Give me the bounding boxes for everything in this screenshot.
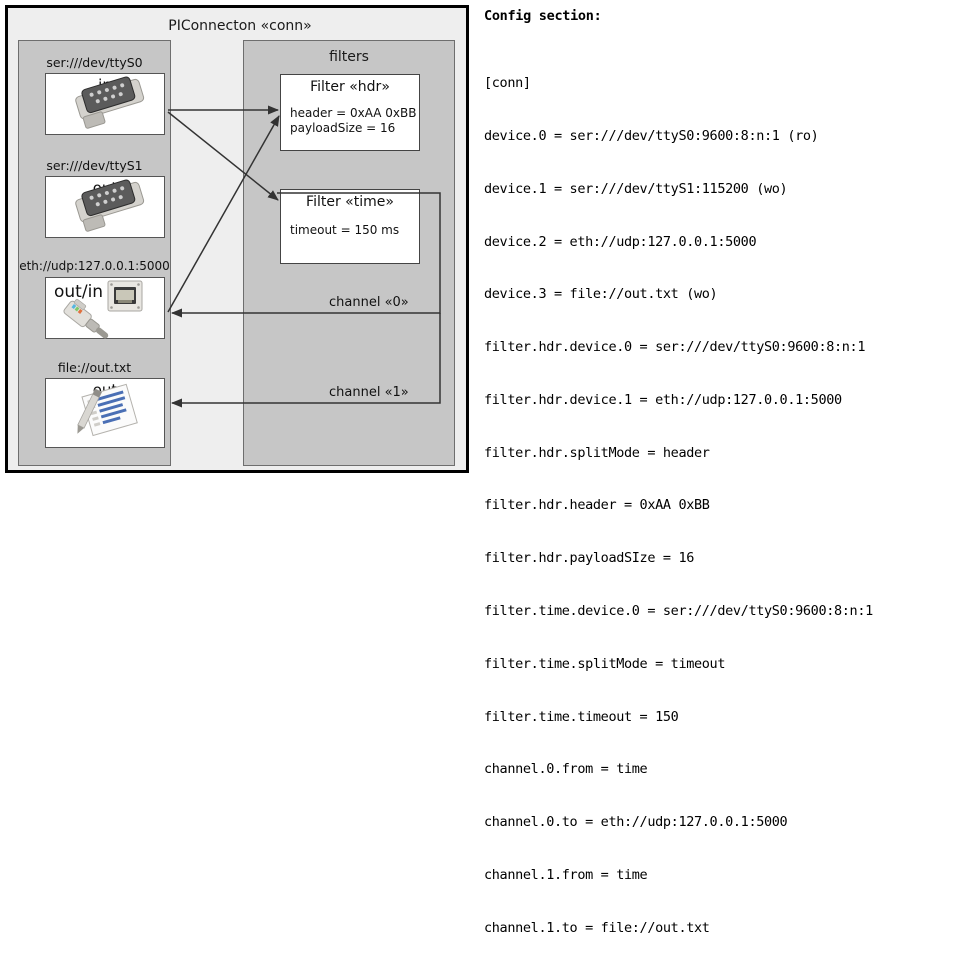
- config-line: device.3 = file://out.txt (wo): [484, 286, 718, 303]
- channel-label-0: channel «0»: [329, 295, 409, 310]
- config-line: filter.time.splitMode = timeout: [484, 655, 726, 672]
- connection-diagram: PIConnecton «conn» ser:///dev/ttyS0 in: [0, 0, 478, 484]
- filter-box-time[interactable]: Filter «time» timeout = 150 ms: [280, 189, 420, 264]
- filter-attr-timeout: timeout = 150 ms: [290, 223, 400, 237]
- filter-attr-header: header = 0xAA 0xBB: [290, 106, 417, 120]
- filter-box-hdr[interactable]: Filter «hdr» header = 0xAA 0xBB payloadS…: [280, 74, 420, 151]
- device-mode-eth: out/in: [54, 282, 104, 302]
- serial-db9-icon: [46, 74, 164, 134]
- device-box-file[interactable]: out: [45, 378, 165, 448]
- config-line: channel.1.from = time: [484, 866, 648, 883]
- config-line: filter.hdr.device.1 = eth://udp:127.0.0.…: [484, 391, 842, 408]
- config-heading: Config section:: [484, 8, 602, 24]
- devices-panel: ser:///dev/ttyS0 in: [18, 40, 171, 466]
- device-box-ttyS0[interactable]: in: [45, 73, 165, 135]
- text-file-pencil-icon: [46, 379, 164, 447]
- config-line: device.1 = ser:///dev/ttyS1:115200 (wo): [484, 180, 788, 197]
- device-box-ttyS1[interactable]: out: [45, 176, 165, 238]
- config-line: filter.hdr.header = 0xAA 0xBB: [484, 497, 710, 514]
- config-lines: [conn] device.0 = ser:///dev/ttyS0:9600:…: [484, 40, 873, 968]
- device-label-file: file://out.txt: [57, 360, 132, 375]
- config-line: filter.hdr.payloadSIze = 16: [484, 550, 694, 567]
- config-line: channel.0.from = time: [484, 761, 648, 778]
- device-label-eth: eth://udp:127.0.0.1:5000: [19, 259, 170, 273]
- device-label-ttyS0: ser:///dev/ttyS0: [46, 55, 143, 70]
- filter-title-hdr: Filter «hdr»: [310, 79, 390, 95]
- channel-label-1: channel «1»: [329, 385, 409, 400]
- config-line: filter.time.device.0 = ser:///dev/ttyS0:…: [484, 603, 873, 619]
- config-line: [conn]: [484, 75, 531, 92]
- filters-panel-title: filters: [329, 49, 369, 65]
- frame-title: PIConnecton «conn»: [168, 18, 312, 34]
- filter-title-time: Filter «time»: [306, 194, 394, 210]
- filter-attr-payloadsize: payloadSize = 16: [290, 121, 396, 135]
- config-section: Config section: [conn] device.0 = ser://…: [478, 0, 964, 936]
- config-line: filter.hdr.splitMode = header: [484, 444, 710, 461]
- config-line: channel.1.to = file://out.txt: [484, 919, 710, 936]
- config-line: filter.time.timeout = 150: [484, 708, 679, 725]
- serial-db9-icon: [46, 177, 164, 237]
- device-label-ttyS1: ser:///dev/ttyS1: [46, 158, 143, 173]
- config-line: filter.hdr.device.0 = ser:///dev/ttyS0:9…: [484, 339, 866, 356]
- config-line: device.0 = ser:///dev/ttyS0:9600:8:n:1 (…: [484, 127, 819, 144]
- config-line: channel.0.to = eth://udp:127.0.0.1:5000: [484, 814, 788, 831]
- config-line: device.2 = eth://udp:127.0.0.1:5000: [484, 233, 757, 250]
- filters-panel: filters Filter «hdr» header = 0xAA 0xBB …: [243, 40, 455, 466]
- ethernet-rj45-icon: [46, 278, 164, 339]
- device-box-eth[interactable]: out/in: [45, 277, 165, 339]
